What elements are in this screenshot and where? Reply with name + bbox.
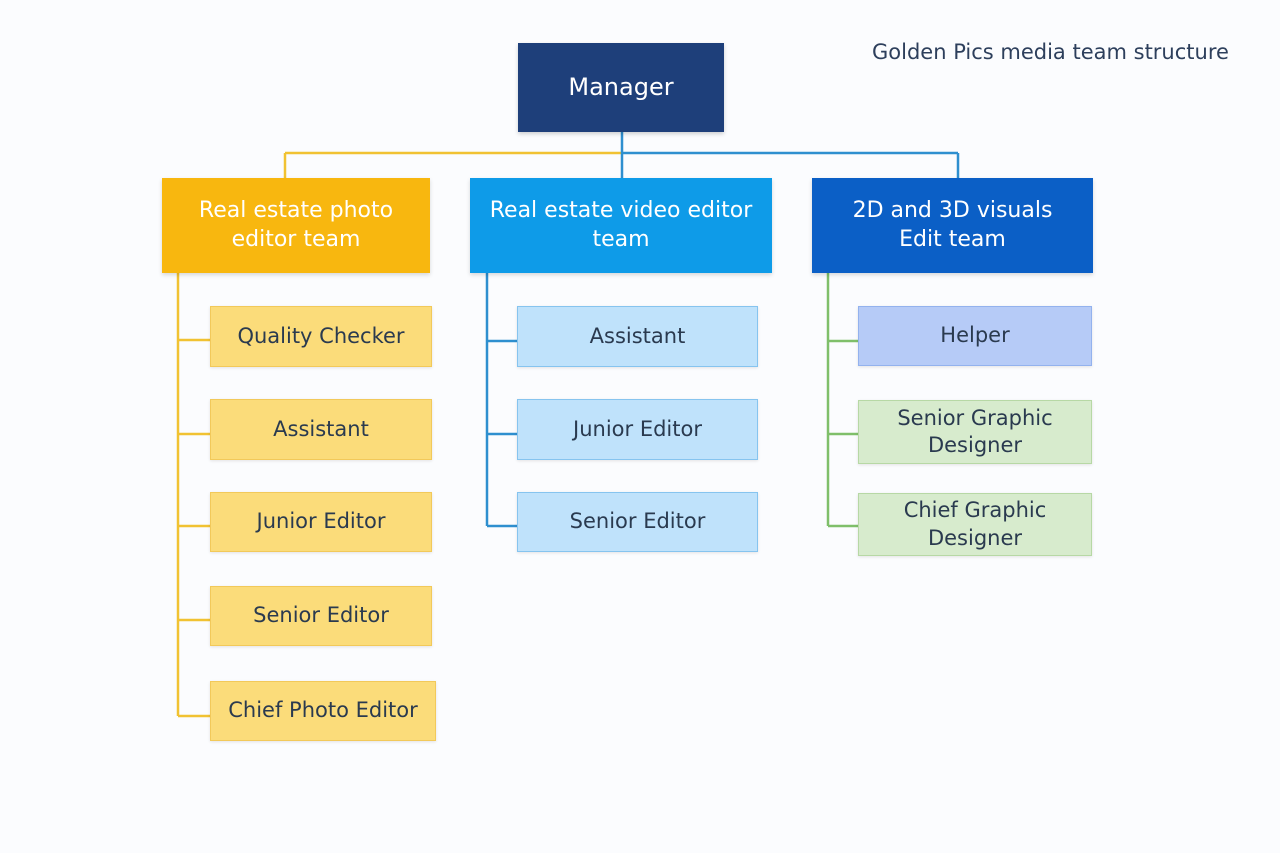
role-label: Senior Editor — [569, 509, 706, 534]
role-label: Assistant — [273, 416, 369, 441]
role-photo-senior-editor: Senior Editor — [210, 586, 432, 646]
visuals-team-bracket — [826, 273, 858, 528]
role-label: Senior Graphic Designer — [897, 405, 1053, 457]
role-senior-graphic-designer: Senior Graphic Designer — [858, 400, 1092, 464]
role-label: Senior Editor — [253, 603, 389, 628]
role-video-senior-editor: Senior Editor — [517, 492, 758, 552]
role-chief-photo-editor: Chief Photo Editor — [210, 681, 436, 741]
manager-label: Manager — [568, 72, 674, 101]
role-label: Junior Editor — [573, 416, 702, 441]
role-label: Helper — [940, 323, 1010, 348]
team-visuals-box: 2D and 3D visuals Edit team — [812, 178, 1093, 273]
chart-title: Golden Pics media team structure — [872, 40, 1229, 64]
role-quality-checker: Quality Checker — [210, 306, 432, 367]
video-team-bracket — [485, 273, 517, 528]
manager-box: Manager — [518, 43, 724, 132]
role-label: Assistant — [589, 323, 686, 348]
role-video-assistant: Assistant — [517, 306, 758, 367]
team-visuals-label: 2D and 3D visuals Edit team — [852, 197, 1053, 252]
role-video-junior-editor: Junior Editor — [517, 399, 758, 460]
photo-team-bracket — [176, 273, 210, 718]
role-helper: Helper — [858, 306, 1092, 366]
role-label: Junior Editor — [256, 509, 386, 534]
role-photo-assistant: Assistant — [210, 399, 432, 460]
role-label: Chief Photo Editor — [228, 698, 418, 723]
manager-to-photo-connector — [283, 151, 622, 178]
team-video-label: Real estate video editor team — [489, 197, 753, 252]
team-photo-label: Real estate photo editor team — [198, 197, 394, 252]
team-video-box: Real estate video editor team — [470, 178, 772, 273]
team-photo-box: Real estate photo editor team — [162, 178, 430, 273]
role-photo-junior-editor: Junior Editor — [210, 492, 432, 552]
role-label: Quality Checker — [237, 323, 405, 348]
manager-to-visuals-connector — [622, 151, 960, 178]
role-label: Chief Graphic Designer — [903, 498, 1047, 550]
role-chief-graphic-designer: Chief Graphic Designer — [858, 493, 1092, 556]
